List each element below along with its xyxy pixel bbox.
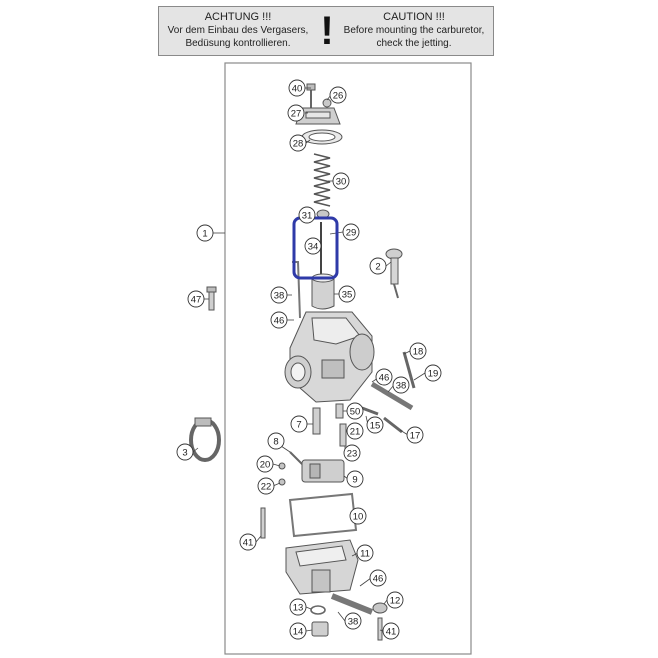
svg-text:17: 17 xyxy=(410,430,421,441)
callout-1[interactable]: 1 xyxy=(196,224,214,242)
svg-text:9: 9 xyxy=(352,474,357,485)
callout-35[interactable]: 35 xyxy=(338,285,356,303)
svg-text:46: 46 xyxy=(379,372,390,383)
callout-26[interactable]: 26 xyxy=(329,86,347,104)
svg-text:23: 23 xyxy=(347,448,358,459)
svg-text:41: 41 xyxy=(243,537,254,548)
callout-40[interactable]: 40 xyxy=(288,79,306,97)
caution-banner: ACHTUNG !!! Vor dem Einbau des Vergasers… xyxy=(158,6,494,56)
callout-38-upper[interactable]: 38 xyxy=(270,286,288,304)
callout-30[interactable]: 30 xyxy=(332,172,350,190)
svg-text:40: 40 xyxy=(292,83,303,94)
caution-german-title: ACHTUNG !!! xyxy=(204,11,272,23)
svg-text:7: 7 xyxy=(296,419,301,430)
svg-text:41: 41 xyxy=(386,626,397,637)
callout-41-upper[interactable]: 41 xyxy=(239,533,257,551)
svg-text:20: 20 xyxy=(260,459,271,470)
callout-41-lower[interactable]: 41 xyxy=(382,622,400,640)
svg-text:21: 21 xyxy=(350,426,361,437)
svg-text:35: 35 xyxy=(342,289,353,300)
svg-text:11: 11 xyxy=(360,548,370,559)
callout-29[interactable]: 29 xyxy=(342,223,360,241)
svg-text:19: 19 xyxy=(428,368,439,379)
callout-23[interactable]: 23 xyxy=(343,444,361,462)
exclamation-icon: ! xyxy=(320,9,334,53)
callout-27[interactable]: 27 xyxy=(287,104,305,122)
callout-12[interactable]: 12 xyxy=(386,591,404,609)
callout-8[interactable]: 8 xyxy=(267,432,285,450)
callout-31[interactable]: 31 xyxy=(298,206,316,224)
callout-46-mid[interactable]: 46 xyxy=(375,368,393,386)
callout-11[interactable]: 11 xyxy=(356,544,374,562)
svg-text:2: 2 xyxy=(375,261,380,272)
callout-3[interactable]: 3 xyxy=(176,443,194,461)
caution-english-title: CAUTION !!! xyxy=(383,11,445,23)
caution-english: CAUTION !!! Before mounting the carburet… xyxy=(339,11,489,50)
callout-47[interactable]: 47 xyxy=(187,290,205,308)
callout-46-lower[interactable]: 46 xyxy=(369,569,387,587)
svg-text:27: 27 xyxy=(291,108,302,119)
svg-text:29: 29 xyxy=(346,227,357,238)
caution-english-line1: Before mounting the carburetor, xyxy=(343,25,485,36)
callout-20[interactable]: 20 xyxy=(256,455,274,473)
svg-text:26: 26 xyxy=(333,90,344,101)
svg-text:34: 34 xyxy=(308,241,319,252)
caution-english-line2: check the jetting. xyxy=(376,38,452,49)
svg-text:1: 1 xyxy=(202,228,207,239)
callout-21[interactable]: 21 xyxy=(346,422,364,440)
svg-text:30: 30 xyxy=(336,176,347,187)
highlight-box xyxy=(292,216,339,280)
callout-15[interactable]: 15 xyxy=(366,416,384,434)
svg-text:47: 47 xyxy=(191,294,202,305)
svg-text:28: 28 xyxy=(293,138,304,149)
svg-text:3: 3 xyxy=(182,447,187,458)
svg-text:46: 46 xyxy=(274,315,285,326)
callout-9[interactable]: 9 xyxy=(346,470,364,488)
callout-19[interactable]: 19 xyxy=(424,364,442,382)
callout-13[interactable]: 13 xyxy=(289,598,307,616)
caution-german: ACHTUNG !!! Vor dem Einbau des Vergasers… xyxy=(163,11,313,50)
callout-17[interactable]: 17 xyxy=(406,426,424,444)
svg-text:38: 38 xyxy=(274,290,285,301)
svg-text:38: 38 xyxy=(396,380,407,391)
svg-text:31: 31 xyxy=(302,210,313,221)
callout-28[interactable]: 28 xyxy=(289,134,307,152)
svg-text:18: 18 xyxy=(413,346,424,357)
callouts: 40 26 27 28 30 31 29 34 1 2 47 38 35 46 … xyxy=(176,79,442,640)
callout-18[interactable]: 18 xyxy=(409,342,427,360)
callout-2[interactable]: 2 xyxy=(369,257,387,275)
svg-text:50: 50 xyxy=(350,406,361,417)
callout-46-upper[interactable]: 46 xyxy=(270,311,288,329)
svg-text:22: 22 xyxy=(261,481,272,492)
svg-text:46: 46 xyxy=(373,573,384,584)
callout-34[interactable]: 34 xyxy=(304,237,322,255)
part-drawings xyxy=(189,83,416,641)
svg-text:38: 38 xyxy=(348,616,359,627)
callout-22[interactable]: 22 xyxy=(257,477,275,495)
callout-38-mid[interactable]: 38 xyxy=(392,376,410,394)
callout-50[interactable]: 50 xyxy=(346,402,364,420)
caution-german-line1: Vor dem Einbau des Vergasers, xyxy=(167,25,309,36)
callout-14[interactable]: 14 xyxy=(289,622,307,640)
svg-text:13: 13 xyxy=(293,602,304,613)
callout-38-lower[interactable]: 38 xyxy=(344,612,362,630)
svg-text:15: 15 xyxy=(370,420,381,431)
caution-german-line2: Bedüsung kontrollieren. xyxy=(185,38,291,49)
callout-7[interactable]: 7 xyxy=(290,415,308,433)
svg-text:10: 10 xyxy=(353,511,364,522)
svg-text:8: 8 xyxy=(273,436,278,447)
svg-text:14: 14 xyxy=(293,626,304,637)
assembly-frame xyxy=(224,62,472,655)
svg-text:12: 12 xyxy=(390,595,401,606)
callout-10[interactable]: 10 xyxy=(349,507,367,525)
